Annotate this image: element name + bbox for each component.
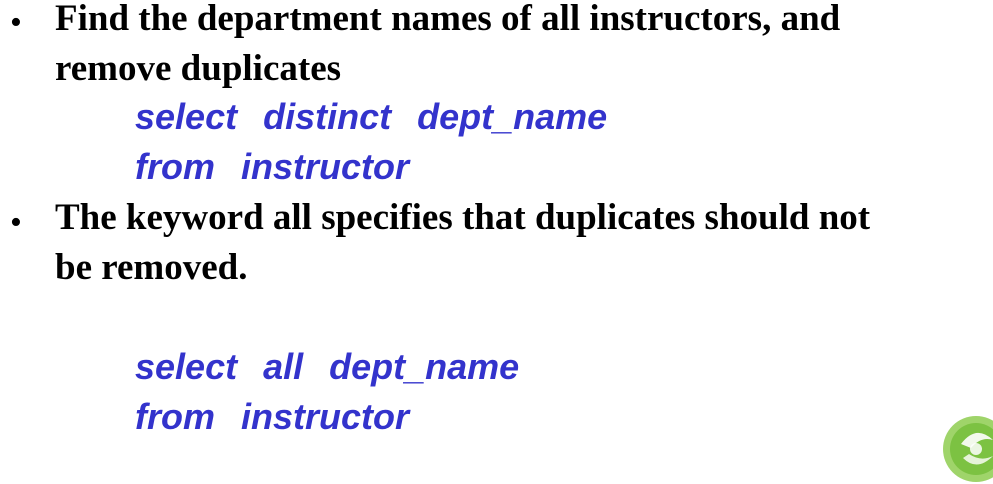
bullet-2-line-1: The keyword all specifies that duplicate…	[55, 197, 871, 238]
bullet-marker: •	[10, 4, 22, 41]
logo-icon	[943, 416, 993, 482]
code-line-from-instructor-1: from instructor	[135, 146, 410, 187]
bullet-1-line-1: Find the department names of all instruc…	[55, 0, 841, 39]
bullet-2-line-2: be removed.	[55, 247, 248, 288]
slide: • Find the department names of all instr…	[10, 0, 993, 482]
code-line-select-all: select all dept_name	[135, 346, 520, 387]
bullet-marker: •	[10, 204, 22, 241]
code-line-from-instructor-2: from instructor	[135, 396, 410, 437]
bullet-1-line-2: remove duplicates	[55, 48, 342, 89]
code-line-select-distinct: select distinct dept_name	[135, 96, 608, 137]
